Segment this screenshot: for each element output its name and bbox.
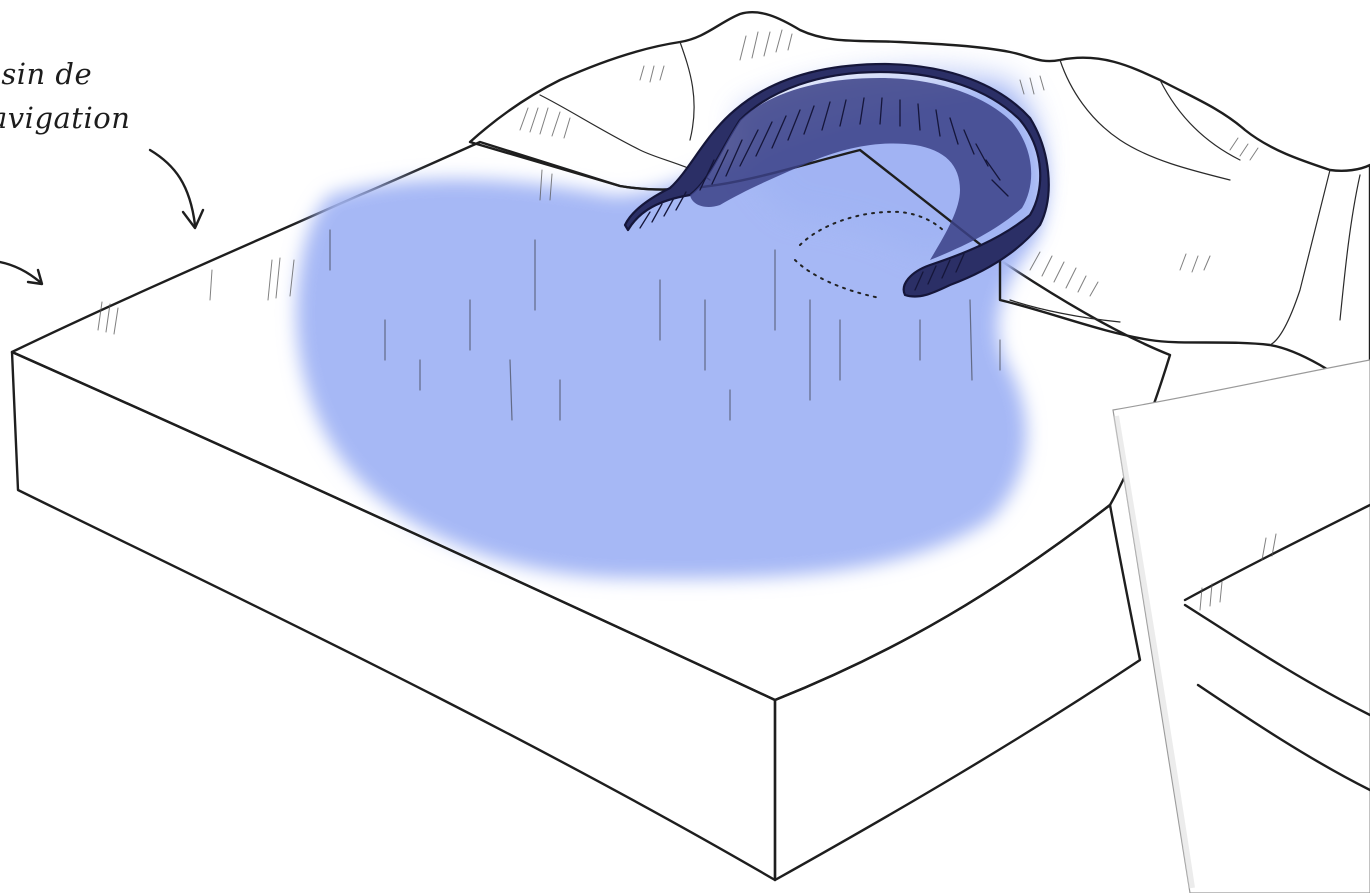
overlapping-sheet <box>1113 360 1370 893</box>
left-arrow <box>0 262 40 282</box>
annotation-arrow <box>150 150 195 225</box>
